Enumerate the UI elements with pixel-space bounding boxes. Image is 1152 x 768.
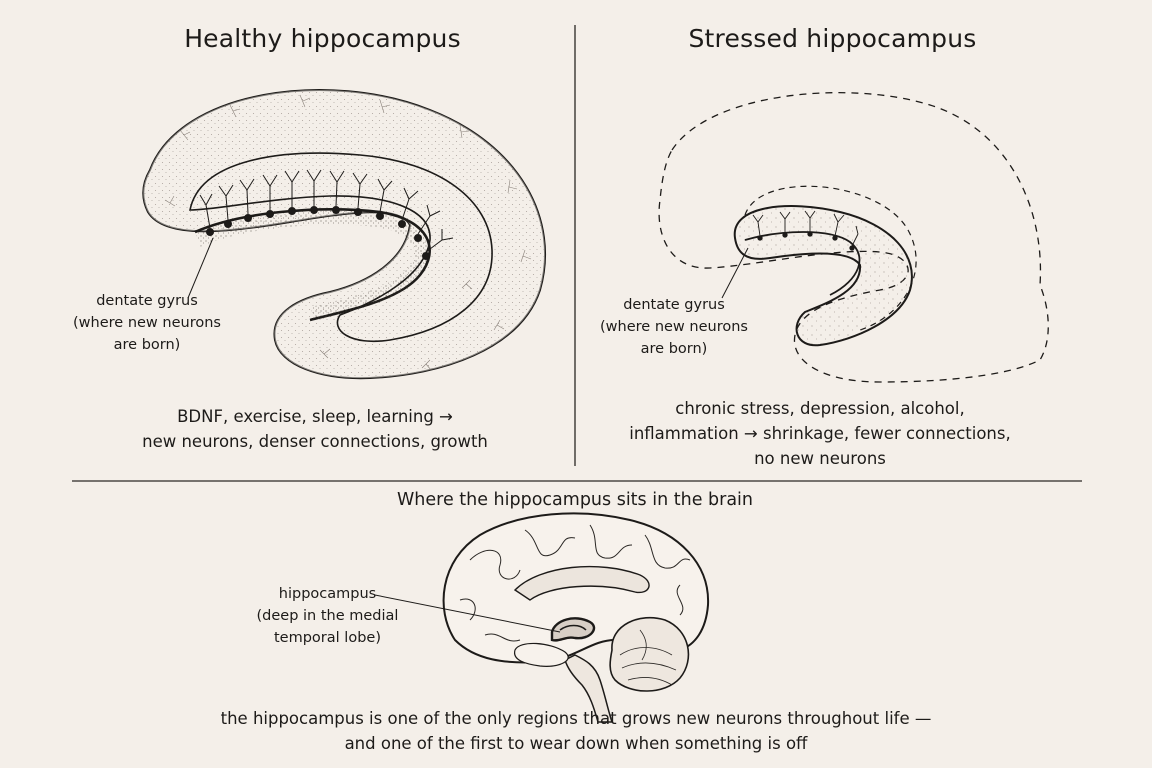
- brain-gyri: [459, 524, 691, 642]
- healthy-neurons: [199, 169, 454, 260]
- caption-line: inflammation → shrinkage, fewer connecti…: [629, 424, 1011, 443]
- label-line: (deep in the medial: [256, 608, 399, 624]
- footer-line: the hippocampus is one of the only regio…: [220, 709, 932, 728]
- brain-section-title: Where the hippocampus sits in the brain: [396, 490, 754, 510]
- caption-line: no new neurons: [754, 449, 886, 468]
- brain-hippocampus-highlight: [550, 617, 596, 642]
- label-line: (where new neurons: [600, 319, 748, 335]
- footer-caption: the hippocampus is one of the only regio…: [150, 706, 1002, 756]
- brain-temporal-lobe: [514, 642, 569, 667]
- caption-line: chronic stress, depression, alcohol,: [675, 399, 965, 418]
- healthy-dentate-label: dentate gyrus (where new neurons are bor…: [52, 290, 242, 356]
- stressed-former-outline: [658, 92, 1049, 383]
- label-line: (where new neurons: [73, 315, 221, 331]
- label-line: temporal lobe): [274, 630, 381, 646]
- caption-line: BDNF, exercise, sleep, learning →: [177, 407, 453, 426]
- stressed-title: Stressed hippocampus: [688, 24, 977, 53]
- brain-label-leader: [374, 594, 561, 633]
- label-line: dentate gyrus: [96, 293, 198, 309]
- caption-line: new neurons, denser connections, growth: [142, 432, 488, 451]
- healthy-caption: BDNF, exercise, sleep, learning → new ne…: [90, 404, 540, 454]
- brain-corpus-callosum: [513, 565, 650, 601]
- label-line: hippocampus: [278, 586, 377, 602]
- stressed-shrunken-shape: [733, 205, 913, 347]
- label-line: dentate gyrus: [623, 297, 725, 313]
- stressed-dentate-label: dentate gyrus (where new neurons are bor…: [582, 294, 766, 360]
- label-line: are born): [640, 341, 708, 357]
- brain-illustration: [374, 512, 710, 723]
- healthy-title: Healthy hippocampus: [184, 24, 461, 53]
- brain-hippocampus-label: hippocampus (deep in the medial temporal…: [245, 583, 410, 649]
- stressed-label-leader: [721, 247, 749, 299]
- brain-brainstem: [564, 654, 614, 723]
- label-line: are born): [113, 337, 181, 353]
- stressed-hippocampus-illustration: [658, 92, 1049, 383]
- stressed-caption: chronic stress, depression, alcohol, inf…: [600, 396, 1040, 471]
- healthy-hippocampus-illustration: [142, 89, 546, 380]
- brain-cerebellum: [609, 616, 690, 692]
- healthy-inner-band: [189, 152, 493, 342]
- stressed-neurons: [752, 210, 859, 251]
- healthy-label-leader: [187, 237, 214, 299]
- footer-line: and one of the first to wear down when s…: [344, 734, 808, 753]
